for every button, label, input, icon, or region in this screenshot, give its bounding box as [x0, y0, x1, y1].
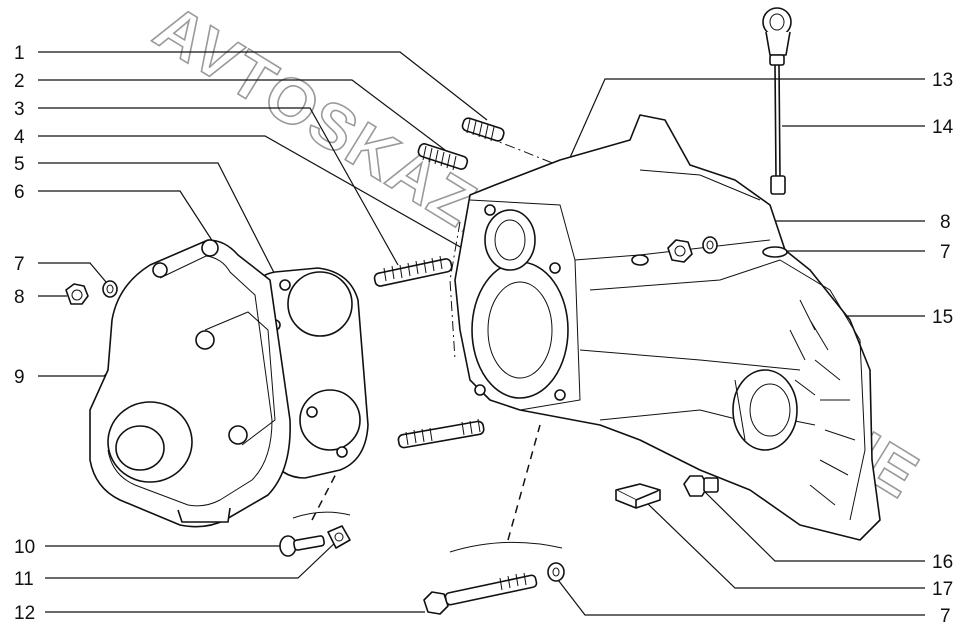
rear-cover [89, 239, 291, 528]
stud-long-4 [397, 418, 485, 449]
callout-13: 13 [932, 70, 953, 91]
callout-7-left: 7 [14, 254, 25, 275]
callout-labels: 1 2 3 4 5 6 7 8 9 10 11 12 13 14 8 7 15 … [14, 43, 954, 627]
screw [279, 535, 325, 557]
callout-12: 12 [14, 603, 35, 624]
callout-9: 9 [14, 367, 25, 388]
washer-right [702, 236, 718, 254]
callout-17: 17 [932, 579, 953, 600]
callout-7-bottom: 7 [940, 606, 951, 627]
callout-3: 3 [14, 99, 25, 120]
callout-8-right: 8 [940, 212, 951, 233]
callout-1: 1 [14, 43, 25, 64]
washer-left [102, 280, 118, 298]
bolt [423, 572, 538, 615]
callout-8-left: 8 [14, 287, 25, 308]
callout-11: 11 [14, 569, 34, 590]
callout-14: 14 [932, 117, 954, 138]
callout-5: 5 [14, 154, 25, 175]
nut-right [667, 239, 693, 263]
callout-15: 15 [932, 307, 953, 328]
callout-7-right: 7 [940, 242, 951, 263]
callout-6: 6 [14, 182, 25, 203]
stud-short-2 [417, 143, 469, 171]
transmission-housing [454, 114, 881, 541]
stud-long-3 [373, 255, 453, 287]
callout-16: 16 [932, 552, 953, 573]
dipstick [762, 7, 792, 195]
assembly-axes [292, 129, 566, 553]
magnet [615, 483, 661, 509]
nut-left [65, 283, 89, 305]
callout-10: 10 [14, 537, 35, 558]
washer-bottom [547, 562, 565, 582]
callout-4: 4 [14, 127, 25, 148]
clip [327, 525, 351, 549]
drain-plug [683, 475, 719, 497]
callout-2: 2 [14, 71, 25, 92]
stud-short-1 [461, 117, 505, 142]
